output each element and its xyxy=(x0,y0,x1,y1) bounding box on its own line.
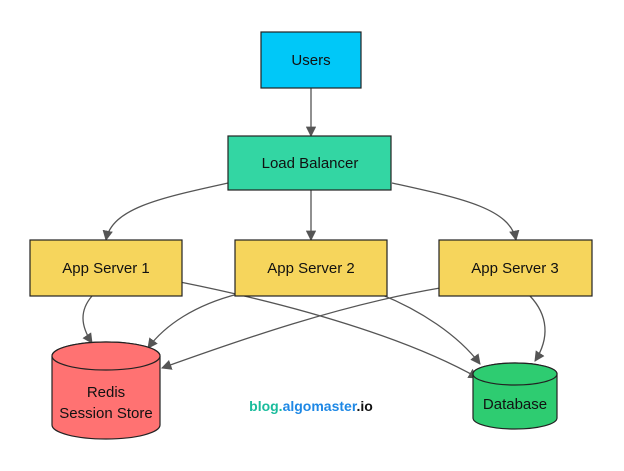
app-server-1-node: App Server 1 xyxy=(29,239,183,297)
watermark-text: blog.algomaster.io xyxy=(249,398,373,414)
watermark-part-blog: blog. xyxy=(249,398,282,414)
app-server-3-node: App Server 3 xyxy=(438,239,593,297)
redis-cylinder-top xyxy=(51,341,161,371)
load-balancer-node: Load Balancer xyxy=(227,135,392,191)
edge-load-balancer-to-app-server-3 xyxy=(391,182,520,242)
redis-session-store-node: Redis Session Store xyxy=(51,341,161,440)
app-server-2-node: App Server 2 xyxy=(234,239,388,297)
edge-app-server-2-to-redis xyxy=(147,293,239,349)
users-node: Users xyxy=(260,31,362,89)
app-server-2-label: App Server 2 xyxy=(267,260,355,277)
watermark-part-algomaster: algomaster xyxy=(283,398,358,414)
app-server-2-box xyxy=(234,239,388,297)
users-label: Users xyxy=(291,52,330,69)
redis-label-line2: Session Store xyxy=(59,405,152,422)
app-server-3-box xyxy=(438,239,593,297)
edges xyxy=(82,88,546,379)
database-cylinder-top xyxy=(472,362,558,386)
app-server-3-label: App Server 3 xyxy=(471,260,559,277)
watermark-part-io: .io xyxy=(357,398,373,414)
edge-app-server-1-to-database xyxy=(179,281,479,379)
app-server-1-label: App Server 1 xyxy=(62,260,150,277)
edge-load-balancer-to-app-server-1 xyxy=(102,182,229,242)
database-label: Database xyxy=(483,396,547,413)
database-node: Database xyxy=(472,362,558,430)
edge-app-server-2-to-database xyxy=(379,293,481,365)
users-box xyxy=(260,31,362,89)
edge-app-server-1-to-redis xyxy=(82,295,93,344)
edge-app-server-3-to-database xyxy=(529,295,546,362)
app-server-1-box xyxy=(29,239,183,297)
load-balancer-label: Load Balancer xyxy=(262,155,359,172)
edge-app-server-3-to-redis xyxy=(161,287,441,370)
redis-label-line1: Redis xyxy=(87,384,125,401)
load-balancer-box xyxy=(227,135,392,191)
